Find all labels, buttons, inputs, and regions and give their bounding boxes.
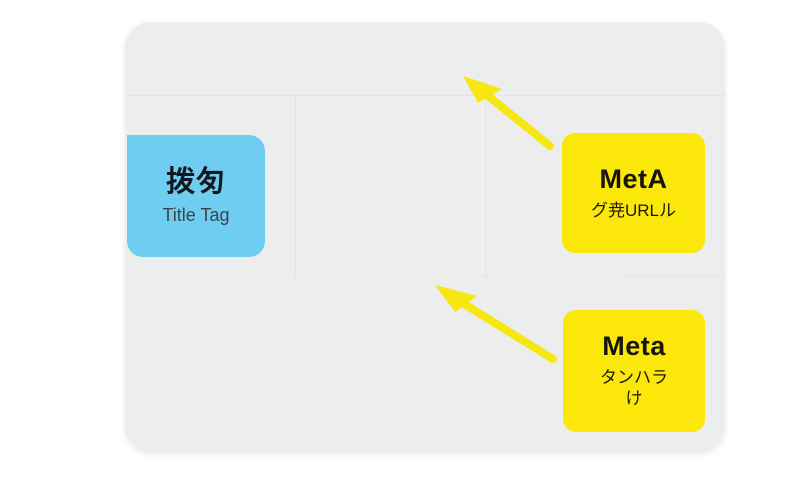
title-tag-subtitle: Title Tag <box>162 204 230 225</box>
meta-secondary-title: Meta <box>602 331 666 362</box>
meta-secondary-subtitle: タンハラ け <box>600 367 668 410</box>
panel-column-divider-right <box>485 95 486 277</box>
title-tag-callout[interactable]: 拨匇 Title Tag <box>127 135 265 257</box>
meta-primary-title: MetA <box>599 164 668 195</box>
content-panel-center <box>296 96 485 276</box>
meta-callout-secondary[interactable]: Meta タンハラ け <box>563 310 705 432</box>
meta-callout-primary[interactable]: MetA グ尭URLル <box>562 133 705 253</box>
meta-secondary-subtitle-line-1: タンハラ <box>600 368 668 388</box>
meta-secondary-subtitle-line-2: け <box>625 389 643 409</box>
meta-primary-subtitle: グ尭URLル <box>590 200 676 220</box>
title-tag-heading: 拨匇 <box>165 165 226 198</box>
panel-column-divider-left <box>295 95 296 277</box>
panel-top-divider <box>125 95 725 96</box>
